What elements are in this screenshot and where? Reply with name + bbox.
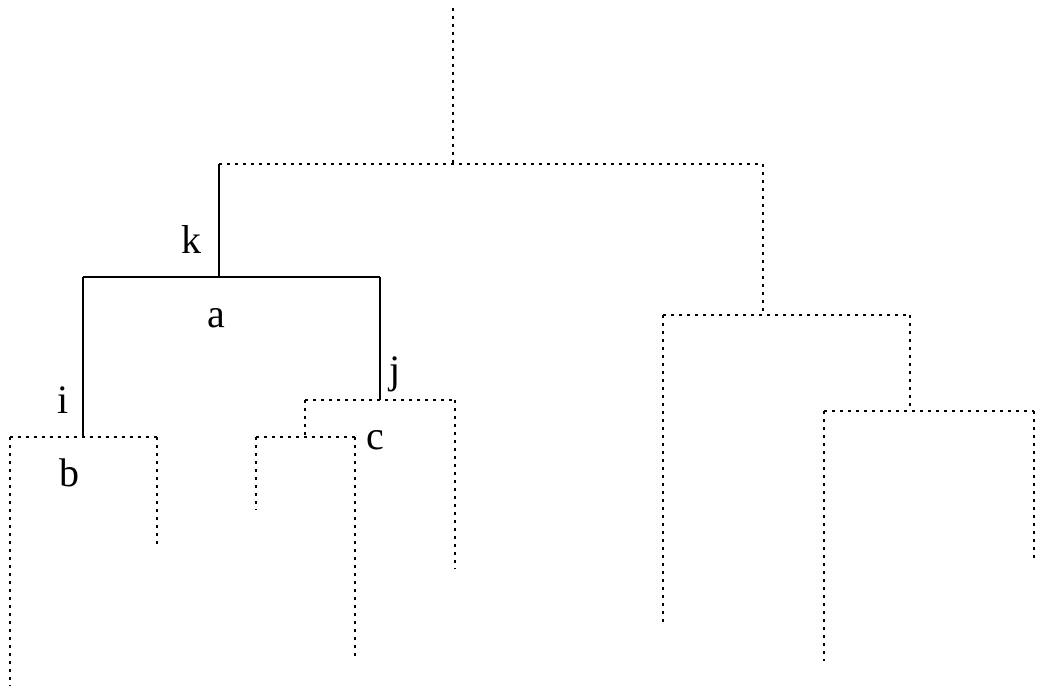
label-k: k	[181, 217, 201, 262]
label-i: i	[57, 377, 68, 422]
label-a: a	[207, 291, 225, 336]
label-c: c	[366, 413, 384, 458]
label-b: b	[59, 450, 79, 495]
label-j: j	[387, 347, 400, 392]
